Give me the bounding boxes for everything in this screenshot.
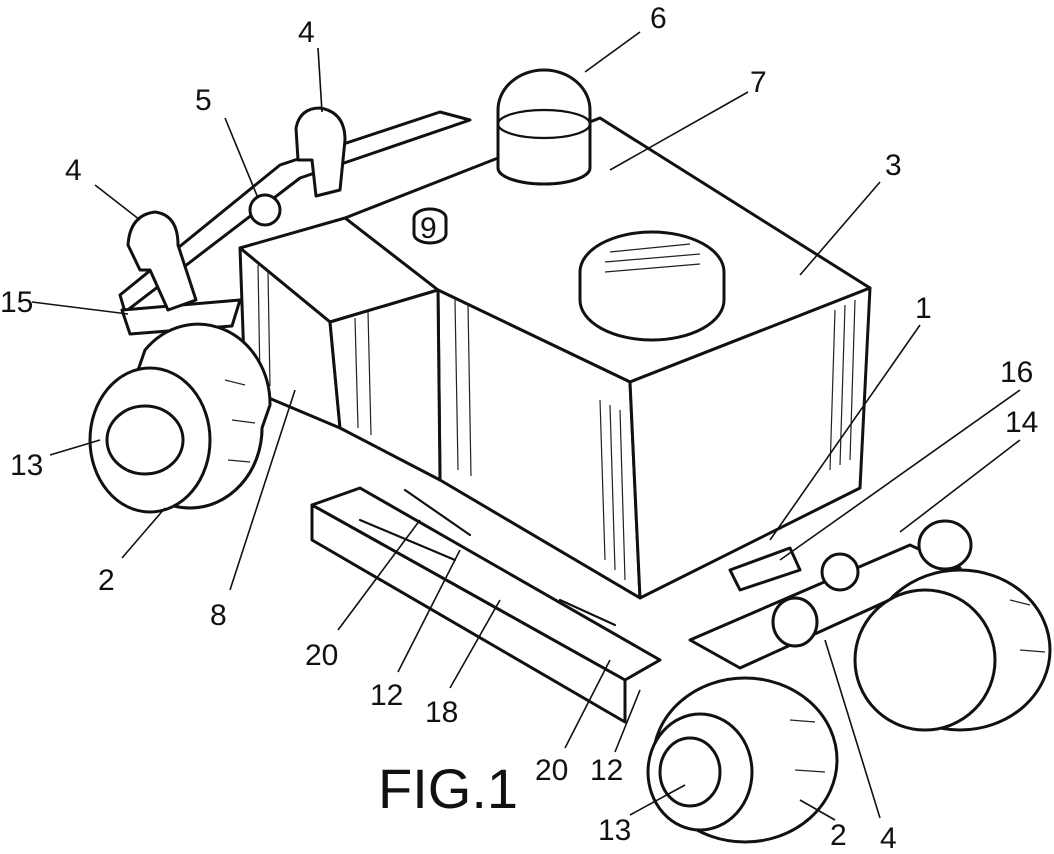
numeral-16: 16 xyxy=(1000,356,1033,389)
numeral-12: 12 xyxy=(590,754,623,787)
numeral-15: 15 xyxy=(0,286,33,319)
numeral-14: 14 xyxy=(1005,406,1038,439)
numeral-20: 20 xyxy=(305,639,338,672)
numeral-8: 8 xyxy=(210,599,227,632)
numeral-12: 12 xyxy=(370,679,403,712)
numeral-4: 4 xyxy=(880,822,897,854)
dome xyxy=(496,68,592,186)
figure-caption: FIG.1 xyxy=(378,757,518,820)
numeral-4: 4 xyxy=(65,154,82,187)
front-axle xyxy=(688,519,973,670)
numeral-4: 4 xyxy=(298,16,315,49)
numeral-6: 6 xyxy=(650,2,667,35)
numeral-2: 2 xyxy=(830,819,847,852)
numeral-13: 13 xyxy=(598,814,631,847)
numeral-3: 3 xyxy=(885,149,902,182)
numeral-18: 18 xyxy=(425,696,458,729)
numeral-1: 1 xyxy=(915,292,932,325)
front-right-wheel xyxy=(853,568,1052,732)
numeral-9: 9 xyxy=(420,212,437,245)
front-left-wheel xyxy=(646,676,839,844)
numeral-5: 5 xyxy=(195,84,212,117)
main-box xyxy=(343,116,872,600)
numeral-7: 7 xyxy=(750,66,767,99)
leader-lines xyxy=(31,31,1021,821)
rear-wheel xyxy=(88,322,272,514)
rear-arm xyxy=(118,106,472,336)
numeral-13: 13 xyxy=(10,449,43,482)
numeral-2: 2 xyxy=(98,564,115,597)
numeral-20: 20 xyxy=(535,754,568,787)
